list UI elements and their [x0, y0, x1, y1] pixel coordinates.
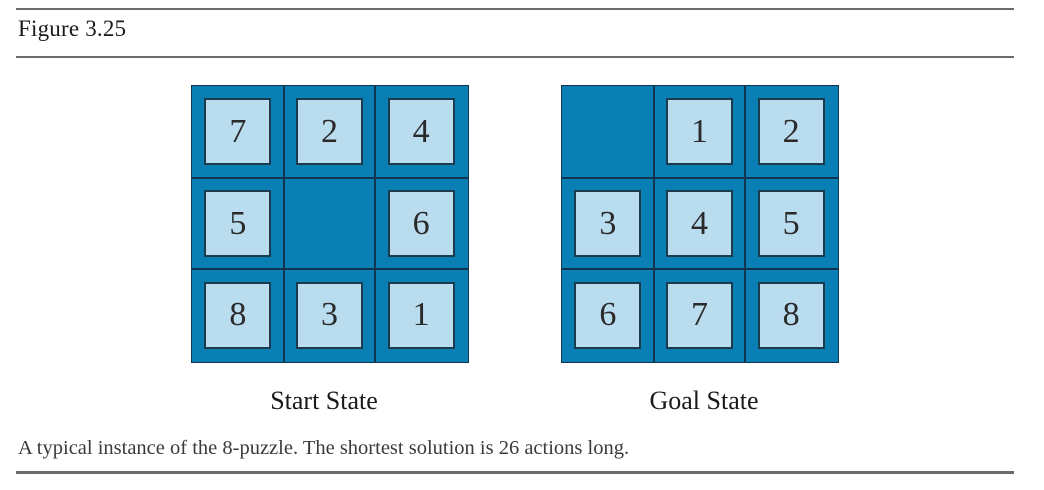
- top-rule: [16, 8, 1014, 10]
- puzzle-tile-goal-2: 2: [757, 98, 825, 166]
- figure-caption: A typical instance of the 8-puzzle. The …: [18, 437, 630, 459]
- grid-line-vertical: [744, 86, 747, 362]
- bottom-rule: [16, 471, 1014, 474]
- puzzle-tile-goal-8: 8: [757, 281, 825, 349]
- grid-line-vertical: [282, 86, 285, 362]
- puzzle-tile-start-3: 3: [296, 281, 363, 349]
- puzzle-tile-start-2: 2: [296, 98, 363, 166]
- puzzle-tile-goal-3: 3: [574, 190, 642, 257]
- puzzle-tile-goal-1: 1: [666, 98, 733, 166]
- start-state-label: Start State: [270, 386, 378, 415]
- grid-line-vertical: [374, 86, 377, 362]
- grid-line-horizontal: [562, 176, 838, 179]
- puzzle-tile-goal-6: 6: [574, 281, 642, 349]
- grid-line-horizontal: [562, 268, 838, 271]
- grid-line-vertical: [652, 86, 655, 362]
- puzzle-tile-start-7: 7: [204, 98, 272, 166]
- puzzle-tile-goal-4: 4: [666, 190, 733, 257]
- puzzle-tile-start-6: 6: [387, 190, 455, 257]
- goal-state-label: Goal State: [649, 386, 759, 415]
- puzzle-tile-start-4: 4: [387, 98, 455, 166]
- puzzle-tile-start-5: 5: [204, 190, 272, 257]
- header-rule: [16, 56, 1014, 58]
- puzzle-tile-goal-7: 7: [666, 281, 733, 349]
- puzzle-tile-start-1: 1: [387, 281, 455, 349]
- grid-line-horizontal: [192, 176, 468, 179]
- figure-label: Figure 3.25: [18, 16, 127, 41]
- puzzle-tile-start-8: 8: [204, 281, 272, 349]
- puzzle-tile-goal-5: 5: [757, 190, 825, 257]
- grid-line-horizontal: [192, 268, 468, 271]
